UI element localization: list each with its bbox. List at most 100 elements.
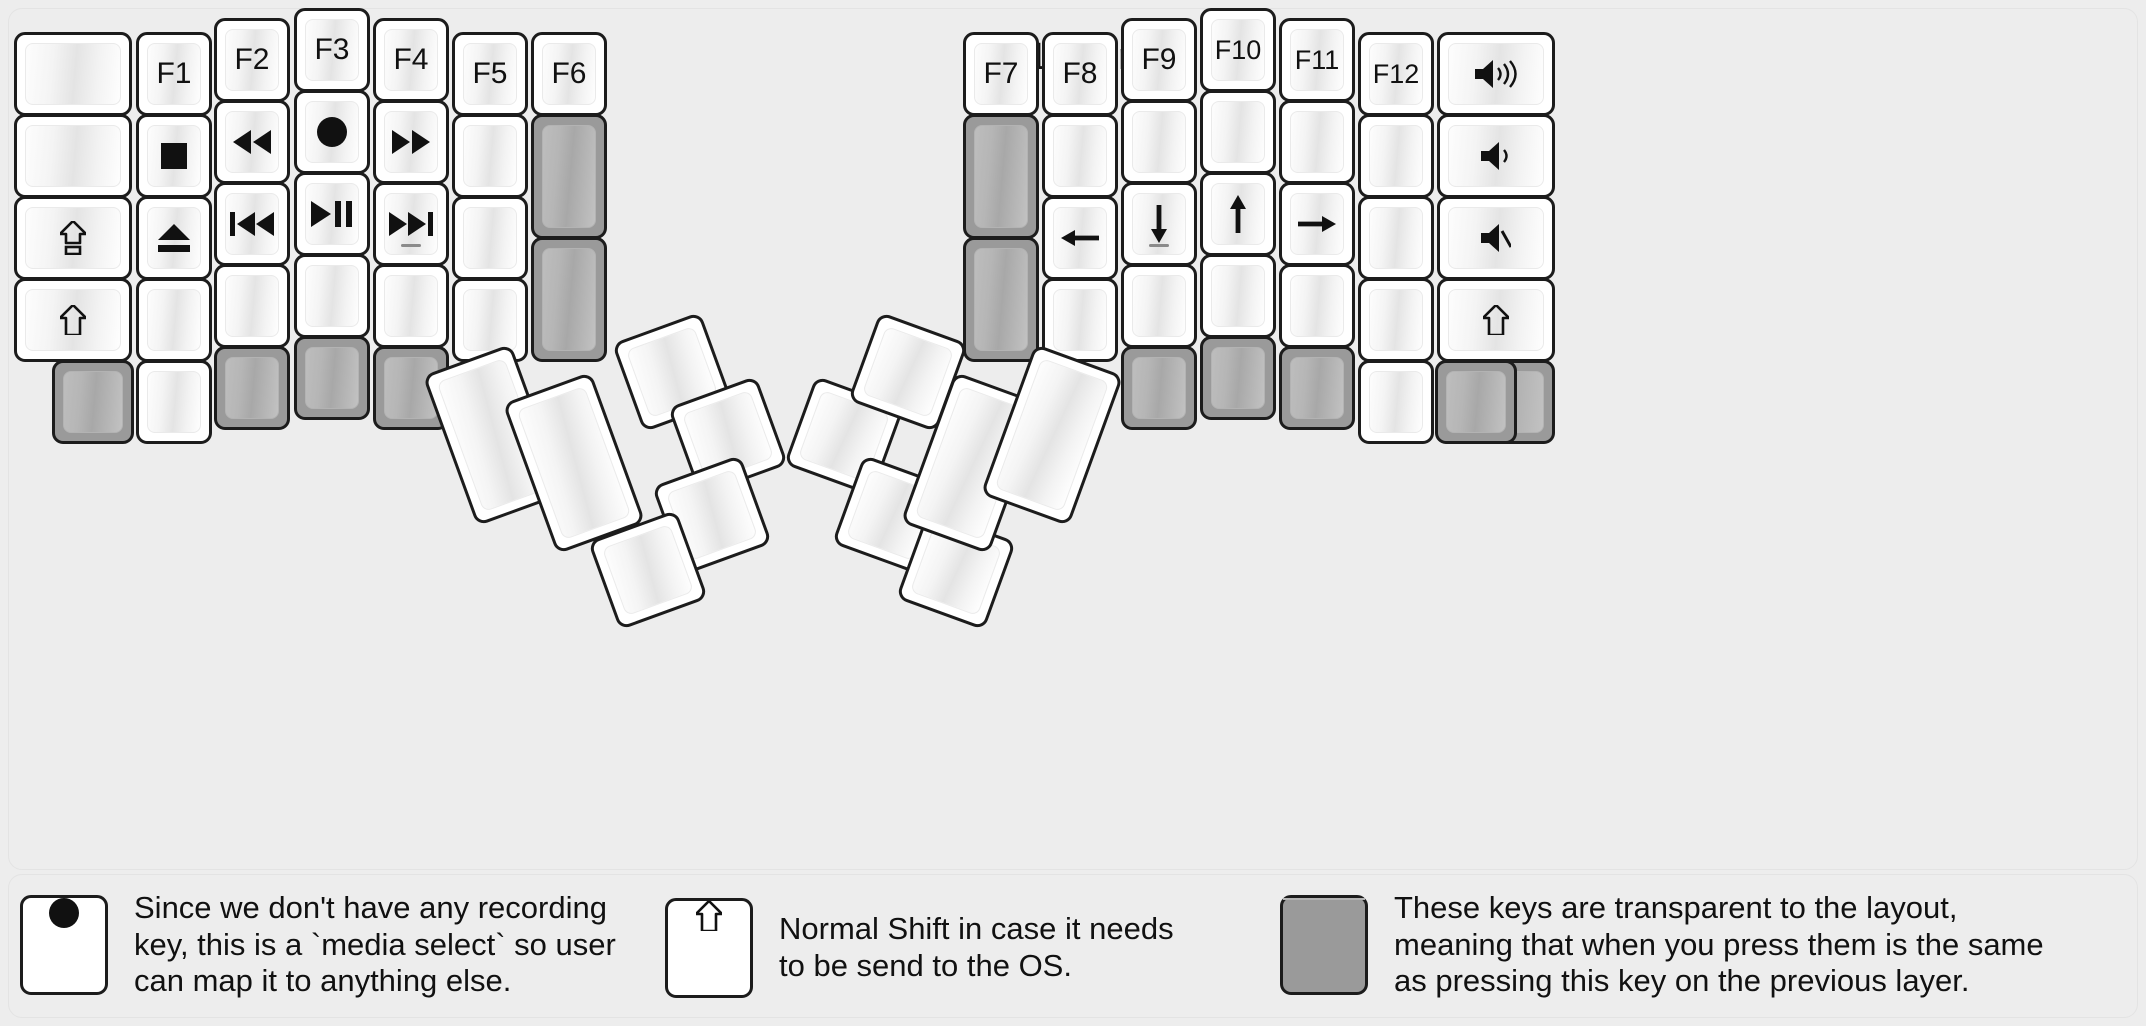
col-f9-key-0[interactable]: F9: [1121, 18, 1197, 102]
col-f2-key-0[interactable]: F2: [214, 18, 290, 102]
col-f5-key-3[interactable]: [452, 278, 528, 362]
keycap-face: [1132, 357, 1186, 419]
col-f10-key-0[interactable]: F10: [1200, 8, 1276, 92]
caps-lock-icon: [60, 221, 86, 255]
key-label: F5: [472, 57, 508, 90]
col-f5-key-1[interactable]: [452, 114, 528, 198]
col-f12-key-3[interactable]: [1358, 278, 1434, 362]
col-f12-key-2[interactable]: [1358, 196, 1434, 280]
col-f12-key-0[interactable]: F12: [1358, 32, 1434, 116]
keycap-face: [1448, 207, 1544, 269]
keycap-face: F12: [1369, 43, 1423, 105]
arrow-down-icon: [1147, 205, 1171, 243]
col-f4-key-2[interactable]: [373, 182, 449, 266]
col-f9-key-4[interactable]: [1121, 346, 1197, 430]
keycap-face: [861, 325, 955, 419]
keycap-face: [25, 43, 121, 105]
keycap-face: F8: [1053, 43, 1107, 105]
col-f1-key-2[interactable]: [136, 196, 212, 280]
keycap-face: F10: [1211, 19, 1265, 81]
col-f7-key-1[interactable]: [963, 114, 1039, 239]
col-outer-left-key-2[interactable]: [14, 196, 132, 280]
col-f4-key-0[interactable]: F4: [373, 18, 449, 102]
keycap-face: [1053, 125, 1107, 187]
keycap-face: [542, 125, 596, 228]
keycap-face: [1290, 111, 1344, 173]
keycap-face: F5: [463, 43, 517, 105]
col-f11-key-1[interactable]: [1279, 100, 1355, 184]
keycap-face: [25, 207, 121, 269]
keycap-face: [974, 125, 1028, 228]
col-f10-key-3[interactable]: [1200, 254, 1276, 338]
col-outer-left-key-3[interactable]: [14, 278, 132, 362]
col-f10-key-1[interactable]: [1200, 90, 1276, 174]
col-f11-key-2[interactable]: [1279, 182, 1355, 266]
col-f4-key-3[interactable]: [373, 264, 449, 348]
col-f11-key-4[interactable]: [1279, 346, 1355, 430]
col-f1-key-4[interactable]: [136, 360, 212, 444]
key-underline-marker: [401, 244, 421, 247]
col-outer-right-key-2[interactable]: [1437, 196, 1555, 280]
arrow-left-icon: [1061, 226, 1099, 250]
col-f4-key-4[interactable]: [373, 346, 449, 430]
col-f2-key-1[interactable]: [214, 100, 290, 184]
keycap-face: [1369, 125, 1423, 187]
keycap-face: [1132, 193, 1186, 255]
col-f8-key-2[interactable]: [1042, 196, 1118, 280]
shift-icon: [60, 305, 86, 335]
col-f5-key-2[interactable]: [452, 196, 528, 280]
col-f3-key-0[interactable]: F3: [294, 8, 370, 92]
key-label: F2: [234, 43, 270, 76]
col-f9-key-3[interactable]: [1121, 264, 1197, 348]
col-outer-left-key-1[interactable]: [14, 114, 132, 198]
keycap-face: [147, 125, 201, 187]
keycap-face: [1290, 193, 1344, 255]
col-f10-key-4[interactable]: [1200, 336, 1276, 420]
col-f3-key-2[interactable]: [294, 172, 370, 256]
keycap-face: [668, 901, 750, 931]
col-outer-right-key-3[interactable]: [1437, 278, 1555, 362]
col-f3-key-4[interactable]: [294, 336, 370, 420]
col-outer-left-key-4[interactable]: [52, 360, 134, 444]
col-f8-key-1[interactable]: [1042, 114, 1118, 198]
col-f9-key-2[interactable]: [1121, 182, 1197, 266]
col-f12-key-1[interactable]: [1358, 114, 1434, 198]
col-f2-key-2[interactable]: [214, 182, 290, 266]
col-f7-key-0[interactable]: F7: [963, 32, 1039, 116]
keycap-face: [1211, 265, 1265, 327]
col-f12-key-4[interactable]: [1358, 360, 1434, 444]
col-outer-right-key-5[interactable]: [1435, 360, 1517, 444]
media-record-icon: [23, 897, 105, 928]
col-f1-key-0[interactable]: F1: [136, 32, 212, 116]
legend-shift-text: Normal Shift in case it needs to be send…: [779, 911, 1174, 983]
keycap-face: [1211, 183, 1265, 245]
col-outer-right-key-1[interactable]: [1437, 114, 1555, 198]
keycap-face: F3: [305, 19, 359, 81]
col-f6-key-2[interactable]: [531, 237, 607, 362]
col-f2-key-3[interactable]: [214, 264, 290, 348]
col-f7-key-2[interactable]: [963, 237, 1039, 362]
keycap-face: [1448, 289, 1544, 351]
col-f5-key-0[interactable]: F5: [452, 32, 528, 116]
col-f3-key-1[interactable]: [294, 90, 370, 174]
col-f1-key-3[interactable]: [136, 278, 212, 362]
col-outer-right-key-0[interactable]: [1437, 32, 1555, 116]
legend-record: Since we don't have any recording key, t…: [20, 890, 616, 1000]
col-f2-key-4[interactable]: [214, 346, 290, 430]
keycap-face: [1283, 897, 1365, 900]
col-f8-key-0[interactable]: F8: [1042, 32, 1118, 116]
media-fast-forward-icon: [391, 130, 431, 154]
col-f6-key-0[interactable]: F6: [531, 32, 607, 116]
col-f3-key-3[interactable]: [294, 254, 370, 338]
key-label: F1: [156, 57, 192, 90]
keycap-face: [1132, 275, 1186, 337]
col-outer-left-key-0[interactable]: [14, 32, 132, 116]
col-f10-key-2[interactable]: [1200, 172, 1276, 256]
col-f11-key-0[interactable]: F11: [1279, 18, 1355, 102]
col-f6-key-1[interactable]: [531, 114, 607, 239]
col-f4-key-1[interactable]: [373, 100, 449, 184]
col-f1-key-1[interactable]: [136, 114, 212, 198]
col-f9-key-1[interactable]: [1121, 100, 1197, 184]
keycap-face: [305, 265, 359, 327]
col-f11-key-3[interactable]: [1279, 264, 1355, 348]
